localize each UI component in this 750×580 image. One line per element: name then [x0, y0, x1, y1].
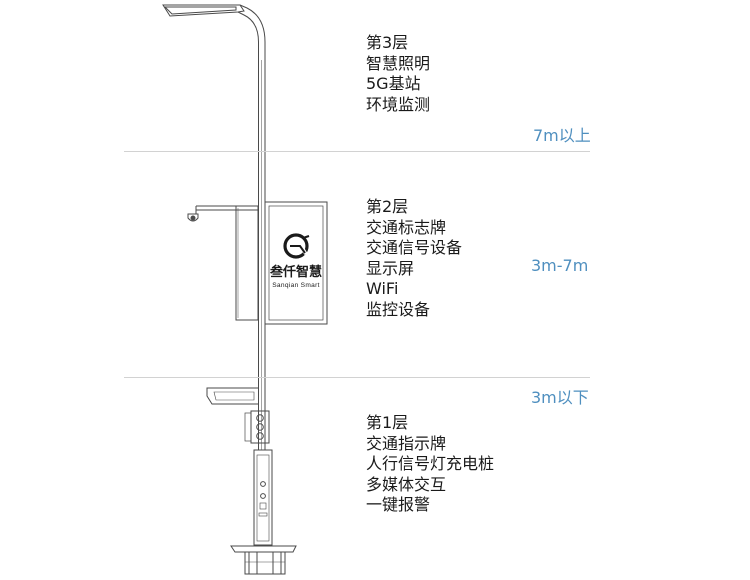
layer-1-item: 人行信号灯充电桩 — [366, 454, 495, 473]
lamp-arm — [162, 4, 266, 152]
layer-2-height-label: 3m-7m — [531, 256, 589, 275]
layer-2-title: 第2层 — [366, 197, 409, 216]
layer-1-title: 第1层 — [366, 413, 409, 432]
layer-2-item: 交通标志牌 — [366, 217, 447, 237]
layer-2-item: 显示屏 — [366, 258, 415, 278]
logo-name-en: Sanqian Smart — [272, 282, 320, 289]
layer-3-item: 环境监测 — [366, 94, 431, 114]
camera-icon — [187, 213, 199, 222]
layer-1-height-label: 3m以下 — [531, 388, 589, 407]
layer-divider-bottom — [124, 377, 590, 378]
layer-2-item: WiFi — [366, 279, 399, 298]
layer-3-item: 智慧照明 — [366, 53, 431, 73]
layer-2-list: 第2层 交通标志牌 交通信号设备 显示屏 WiFi 监控设备 — [366, 197, 462, 320]
lamp-head — [163, 6, 237, 15]
logo-name-cn: 叁仟智慧 — [269, 264, 322, 280]
layer-1-item: 一键报警 — [366, 495, 431, 514]
layer-3-title: 第3层 — [366, 33, 409, 52]
rear-sign-panel — [235, 205, 259, 321]
layer-3-list: 第3层 智慧照明 5G基站 环境监测 — [366, 33, 430, 115]
pole-base — [230, 545, 297, 575]
charging-cabinet — [253, 449, 273, 546]
camera-arm — [195, 205, 259, 214]
traffic-light — [244, 410, 270, 444]
layer-3-item: 5G基站 — [366, 74, 421, 93]
brand-logo-icon — [283, 233, 310, 259]
layer-3-height-label: 7m以上 — [533, 126, 591, 145]
direction-sign — [206, 387, 259, 405]
layer-2-item: 交通信号设备 — [366, 238, 463, 257]
pole-shaft — [258, 60, 266, 450]
layer-2-item: 监控设备 — [366, 299, 431, 319]
layer-1-item: 交通指示牌 — [366, 433, 447, 453]
layer-1-item: 多媒体交互 — [366, 474, 447, 494]
display-screen — [264, 201, 328, 325]
layer-divider-top — [124, 151, 590, 152]
layer-1-list: 第1层 交通指示牌 人行信号灯充电桩 多媒体交互 一键报警 — [366, 413, 494, 516]
